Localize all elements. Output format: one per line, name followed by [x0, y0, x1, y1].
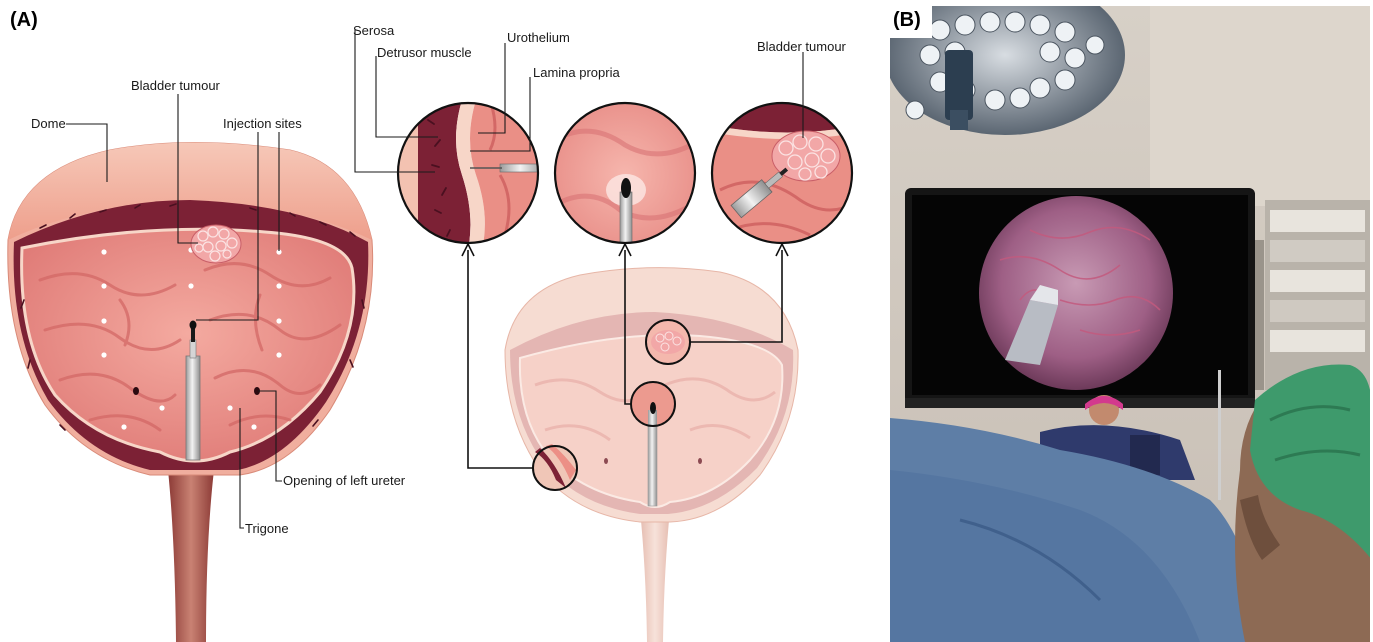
label-opening-left-ureter: Opening of left ureter [283, 473, 406, 488]
label-injection-sites: Injection sites [223, 116, 302, 131]
zoom-circle-wall-layers [395, 100, 545, 250]
label-trigone: Trigone [245, 521, 289, 536]
label-bladder-tumour: Bladder tumour [131, 78, 221, 93]
label-bladder-tumour-zoom: Bladder tumour [757, 39, 847, 54]
label-dome: Dome [31, 116, 66, 131]
panel-label-b: (B) [893, 9, 921, 31]
marker-injection [631, 382, 675, 426]
endoscopic-view [979, 196, 1173, 390]
right-ureter-opening [133, 387, 139, 395]
panel-label-a: (A) [10, 9, 38, 31]
surgeon [1235, 364, 1372, 642]
label-serosa: Serosa [353, 23, 395, 38]
bladder-tumour-left [191, 225, 241, 263]
label-detrusor-muscle: Detrusor muscle [377, 45, 472, 60]
label-urothelium: Urothelium [507, 30, 570, 45]
marker-tumour [646, 320, 690, 364]
operating-room-photo [885, 0, 1372, 642]
bladder-illustration-overview [505, 268, 798, 642]
urethra [168, 470, 214, 642]
zoom-circle-injection [550, 100, 700, 252]
background-shelves [1250, 200, 1370, 390]
endoscopy-monitor [905, 188, 1255, 408]
iv-pole [1218, 370, 1221, 500]
bladder-illustration-main [8, 143, 373, 642]
zoom-circle-tumour [710, 100, 860, 250]
label-lamina-propria: Lamina propria [533, 65, 620, 80]
